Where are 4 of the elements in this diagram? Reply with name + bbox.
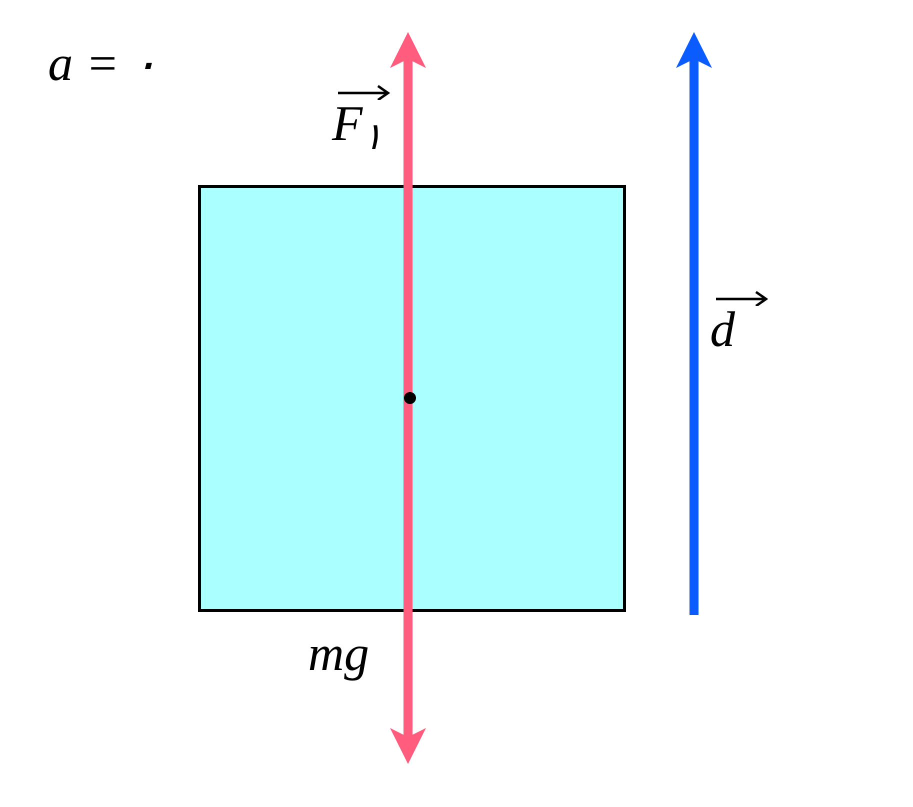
math-label: d xyxy=(710,301,735,357)
math-label: a = ۰ xyxy=(48,35,159,91)
math-label: mg xyxy=(308,625,370,681)
block xyxy=(198,185,626,612)
